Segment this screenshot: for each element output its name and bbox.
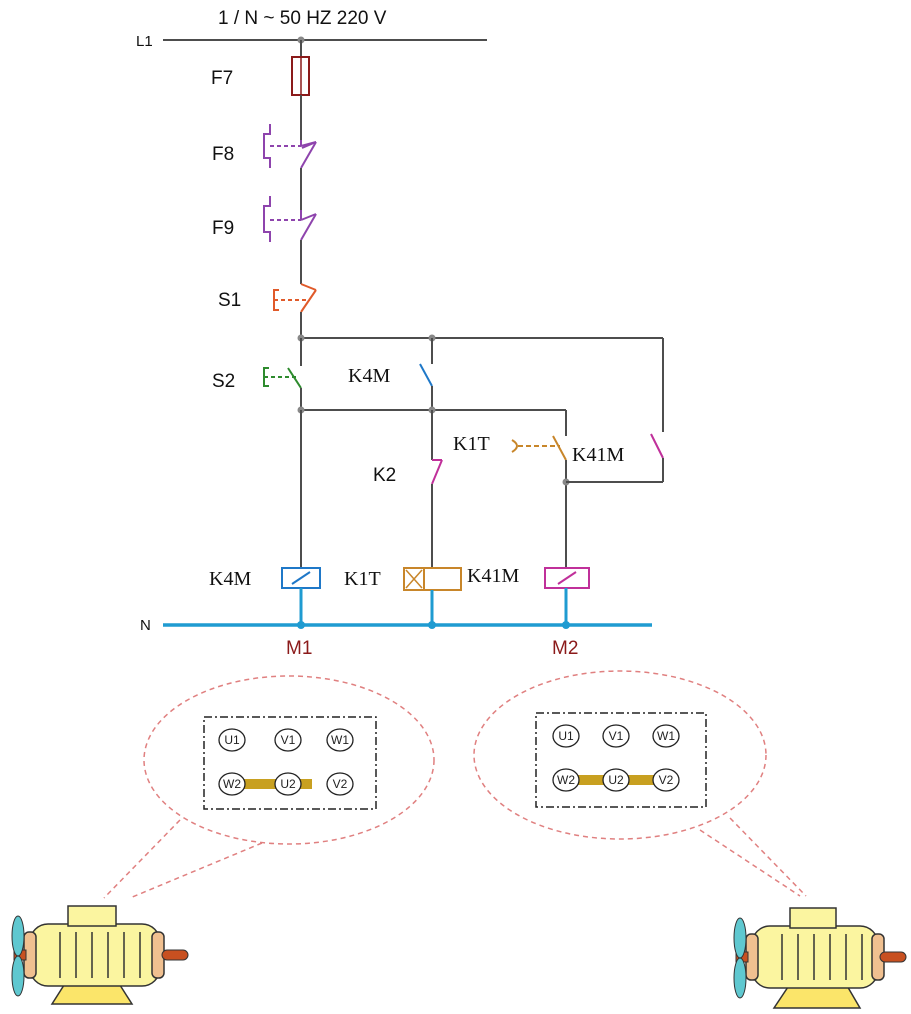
terminal-label: W1 (657, 729, 675, 743)
overload-contact-f8 (263, 124, 317, 169)
terminal-u2-m1 (274, 772, 302, 796)
terminal-v1-m2 (602, 724, 630, 748)
overload1-label: F8 (212, 144, 234, 165)
terminal-label: V1 (281, 733, 296, 747)
junction-dot (562, 621, 570, 629)
supply-label: 1 / N ~ 50 HZ 220 V (218, 8, 387, 29)
terminal-label: U1 (224, 733, 240, 747)
stop-button-label: S1 (218, 290, 241, 311)
contact-k1t-timed (511, 435, 567, 461)
coil-k41m-label: K41M (467, 565, 519, 587)
terminal-v2-m1 (326, 772, 354, 796)
terminal-label: U2 (280, 777, 296, 791)
motor1-label: M1 (286, 638, 312, 659)
coil-k1t-label: K1T (344, 568, 381, 590)
motor-m2 (733, 907, 907, 1009)
contact-k41m-label: K41M (572, 444, 624, 466)
junction-dot (428, 621, 436, 629)
motor-m1 (11, 905, 189, 1005)
terminal-v1-m1 (274, 728, 302, 752)
terminal-label: V1 (609, 729, 624, 743)
junction-dot (297, 621, 305, 629)
terminal-w1-m2 (652, 724, 680, 748)
fan-icon (733, 917, 747, 959)
star-bridge (232, 779, 312, 789)
contact-k4m (419, 363, 433, 387)
terminal-v2-m2 (652, 768, 680, 792)
contact-k4m-label: K4M (348, 365, 390, 387)
overload-contact-f9 (263, 196, 317, 242)
callout-pointer (729, 817, 807, 897)
terminal-u1-m1 (218, 728, 246, 752)
coil-symbol (405, 569, 423, 589)
motor-shaft (161, 949, 189, 961)
contact-k41m (650, 433, 664, 459)
terminal-w2-m1 (218, 772, 246, 796)
neutral-label: N (140, 617, 151, 634)
fuse-label: F7 (211, 68, 233, 89)
start-button-label: S2 (212, 371, 235, 392)
terminal-label: V2 (333, 777, 348, 791)
motor-terminal-box (789, 907, 837, 929)
motor-shaft (879, 951, 907, 963)
coil-symbol (557, 571, 577, 585)
contact-k2 (431, 459, 443, 485)
fan-icon (11, 915, 25, 957)
terminal-w1-m1 (326, 728, 354, 752)
coil-symbol (291, 571, 311, 585)
callout-bubble-m1 (143, 675, 435, 845)
callout-pointer (103, 819, 181, 899)
terminal-label: W1 (331, 733, 349, 747)
terminal-w2-m2 (552, 768, 580, 792)
contact-k2-label: K2 (373, 465, 396, 486)
terminal-label: U2 (608, 773, 624, 787)
terminal-u1-m2 (552, 724, 580, 748)
callout-pointer (699, 829, 801, 897)
contact-k1t-label: K1T (453, 433, 490, 455)
coil-k1t (403, 567, 462, 591)
terminal-label: W2 (557, 773, 575, 787)
overload2-label: F9 (212, 218, 234, 239)
coil-k4m-label: K4M (209, 568, 251, 590)
motor2-label: M2 (552, 638, 578, 659)
callout-pointer (129, 842, 263, 899)
start-button-s2 (263, 367, 302, 389)
terminal-label: V2 (659, 773, 674, 787)
line-label: L1 (136, 33, 153, 50)
stop-button-s1 (273, 283, 317, 313)
terminal-u2-m2 (602, 768, 630, 792)
callout-bubble-m2 (473, 670, 767, 840)
terminal-label: W2 (223, 777, 241, 791)
motor-body (751, 925, 879, 989)
terminal-label: U1 (558, 729, 574, 743)
motor-terminal-box (67, 905, 117, 927)
